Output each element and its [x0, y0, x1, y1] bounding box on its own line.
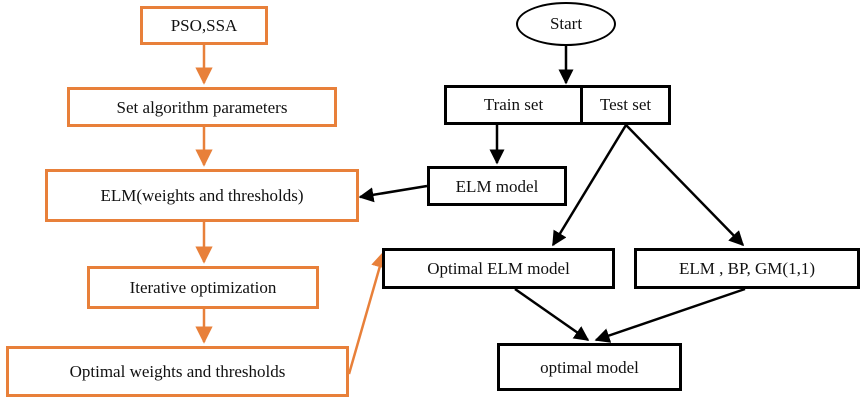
arrow-optimal-elm-to-final: [514, 287, 590, 342]
optimal-elm-label: Optimal ELM model: [427, 259, 570, 278]
optimal-elm-box: Optimal ELM model: [382, 248, 615, 289]
test-set-cell: Test set: [583, 88, 668, 122]
optimal-model-box: optimal model: [497, 343, 682, 391]
elm-weights-label: ELM(weights and thresholds): [100, 186, 304, 205]
arrow-test-to-optimal-elm: [551, 124, 628, 247]
elm-model-box: ELM model: [427, 166, 567, 206]
start-node: Start: [516, 2, 616, 46]
arrow-weights-to-optimal-elm: [347, 250, 389, 375]
set-params-label: Set algorithm parameters: [116, 97, 288, 117]
start-label: Start: [549, 14, 583, 33]
comparison-models-box: ELM , BP, GM(1,1): [634, 248, 860, 289]
optimal-weights-label: Optimal weights and thresholds: [69, 362, 286, 381]
optimal-weights-box: Optimal weights and thresholds: [6, 346, 349, 397]
arrow-elm-model-to-elm-weights: [358, 184, 428, 203]
comparison-models-label: ELM , BP, GM(1,1): [678, 259, 815, 278]
train-set-cell: Train set: [447, 88, 583, 122]
dataset-split-box: Train set Test set: [444, 85, 671, 125]
train-set-label: Train set: [483, 95, 544, 114]
test-set-label: Test set: [599, 95, 652, 114]
pso-ssa-box: PSO,SSA: [140, 6, 268, 45]
arrow-test-to-comparison: [625, 124, 745, 247]
pso-ssa-label: PSO,SSA: [170, 16, 238, 35]
arrow-comparison-to-final: [594, 287, 746, 343]
iterative-box: Iterative optimization: [87, 266, 319, 309]
set-params-box: Set algorithm parameters: [67, 87, 337, 127]
elm-model-label: ELM model: [455, 176, 539, 196]
elm-weights-box: ELM(weights and thresholds): [45, 169, 359, 222]
optimal-model-label: optimal model: [540, 357, 639, 377]
iterative-label: Iterative optimization: [129, 278, 277, 297]
